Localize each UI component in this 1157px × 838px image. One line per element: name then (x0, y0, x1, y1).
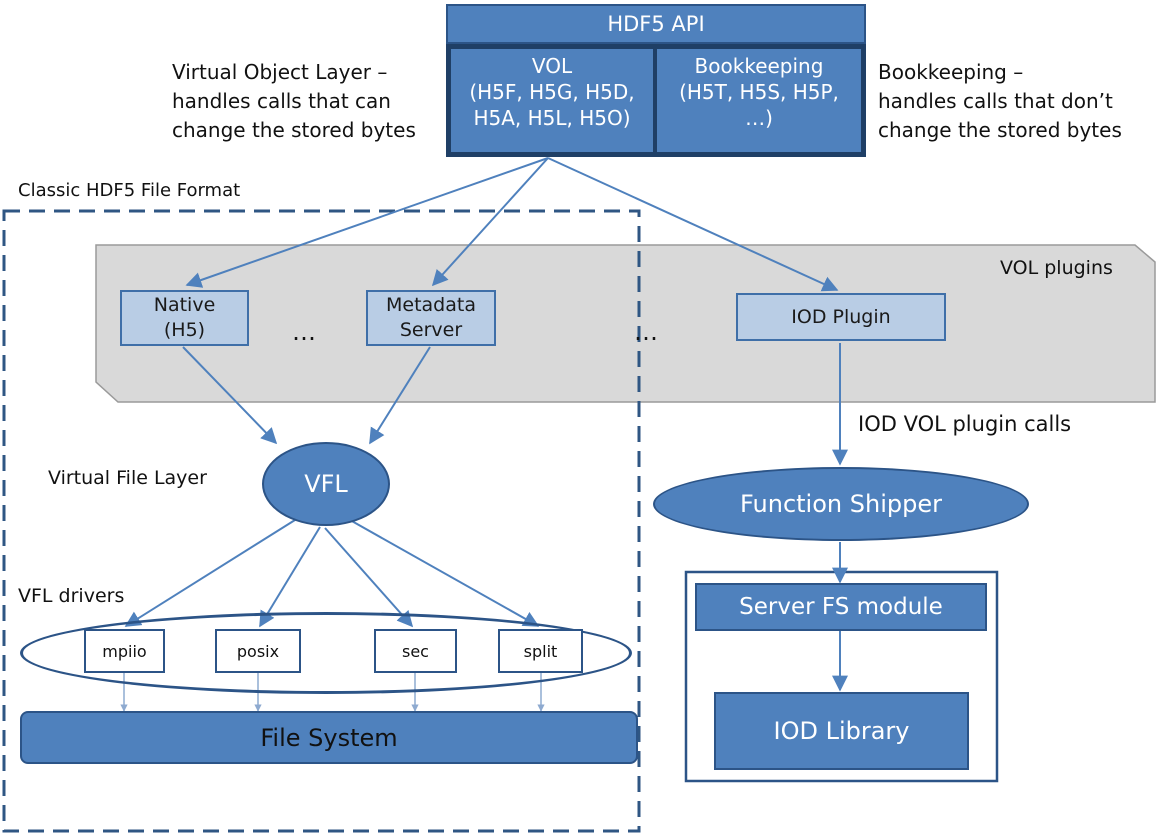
arrow-native-vfl (182, 346, 278, 445)
vol-annotation-line-2: handles calls that can (172, 89, 391, 113)
arrow-vfl-split (349, 519, 540, 627)
bookkeeping-box: Bookkeeping (H5T, H5S, H5P, …) (657, 49, 861, 152)
bookkeeping-annotation: Bookkeeping – handles calls that don’t c… (878, 58, 1148, 145)
classic-format-region (2, 209, 641, 833)
iod-plugin-box: IOD Plugin (736, 293, 946, 341)
vol-title: VOL (531, 54, 573, 78)
function-shipper-node: Function Shipper (653, 467, 1029, 541)
metadata-label-1: Metadata (386, 294, 476, 316)
bk-annotation-line-2: handles calls that don’t (878, 89, 1113, 113)
hdf5-api-box: HDF5 API (446, 4, 866, 44)
vfl-node: VFL (262, 442, 390, 526)
bookkeeping-title: Bookkeeping (694, 54, 824, 78)
hdf5-api-label: HDF5 API (607, 12, 705, 36)
driver-mpiio: mpiio (84, 629, 165, 673)
arrow-vfl-posix (259, 526, 321, 628)
arrow-metadata-vfl (369, 346, 431, 445)
vfl-layer-label: Virtual File Layer (48, 467, 207, 489)
vol-box: VOL (H5F, H5G, H5D, H5A, H5L, H5O) (451, 49, 655, 152)
arrow-vol-metadata (431, 157, 549, 287)
native-plugin-label-2: (H5) (163, 319, 206, 341)
vol-detail-1: (H5F, H5G, H5D, (469, 80, 635, 104)
metadata-server-box: Metadata Server (366, 290, 496, 346)
native-plugin-box: Native (H5) (120, 290, 249, 346)
vol-annotation-line-1: Virtual Object Layer – (172, 60, 388, 84)
bookkeeping-detail-1: (H5T, H5S, H5P, (679, 80, 839, 104)
bk-annotation-line-1: Bookkeeping – (878, 60, 1024, 84)
driver-sec: sec (374, 629, 457, 673)
vol-annotation-line-3: change the stored bytes (172, 118, 416, 142)
iod-plugin-label: IOD Plugin (791, 306, 891, 328)
bk-annotation-line-3: change the stored bytes (878, 118, 1122, 142)
driver-split: split (498, 629, 583, 673)
vfl-drivers-label: VFL drivers (18, 585, 125, 607)
vol-annotation: Virtual Object Layer – handles calls tha… (172, 58, 442, 145)
arrow-vfl-sec (324, 527, 414, 628)
bookkeeping-detail-2: …) (745, 106, 773, 130)
iod-calls-label: IOD VOL plugin calls (858, 412, 1072, 436)
arrow-vfl-mpiio (124, 519, 296, 627)
server-fs-label: Server FS module (739, 594, 943, 620)
vol-bookkeeping-container: VOL (H5F, H5G, H5D, H5A, H5L, H5O) Bookk… (446, 44, 866, 157)
vfl-drivers-group (20, 612, 632, 694)
iod-library-label: IOD Library (773, 717, 910, 745)
vol-plugins-banner (95, 244, 1156, 403)
vol-detail-2: H5A, H5L, H5O) (473, 106, 631, 130)
plugins-ellipsis-1: … (292, 318, 316, 346)
native-plugin-label-1: Native (153, 294, 216, 316)
driver-posix: posix (215, 629, 301, 673)
server-fs-box: Server FS module (695, 583, 987, 631)
classic-format-label: Classic HDF5 File Format (18, 180, 241, 201)
arrow-vol-iod (547, 157, 839, 292)
vol-plugins-label: VOL plugins (1000, 257, 1113, 279)
file-system-label: File System (260, 723, 398, 752)
vfl-label: VFL (304, 470, 348, 498)
plugins-ellipsis-2: … (634, 318, 658, 346)
file-system-bar: File System (20, 711, 638, 764)
iod-library-box: IOD Library (714, 692, 969, 770)
function-shipper-label: Function Shipper (740, 490, 942, 518)
metadata-label-2: Server (399, 319, 463, 341)
arrow-vol-native (185, 157, 549, 288)
